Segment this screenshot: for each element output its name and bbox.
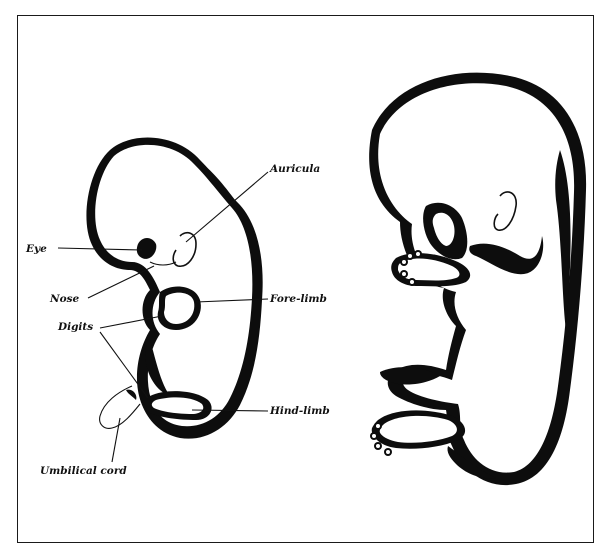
- label-auricula: Auricula: [269, 163, 320, 175]
- left-umbilical-cord-shade: [126, 390, 136, 400]
- label-nose: Nose: [49, 293, 80, 305]
- nose-leader: [88, 266, 154, 298]
- label-digits: Digits: [57, 321, 93, 333]
- label-eye: Eye: [25, 243, 47, 255]
- left-embryo: [86, 138, 262, 439]
- label-hind-limb: Hind-limb: [269, 405, 330, 417]
- left-embryo-body-fill: [95, 145, 252, 426]
- umbilical-leader: [112, 418, 120, 462]
- label-fore-limb: Fore-limb: [269, 293, 327, 305]
- label-umbilical-cord: Umbilical cord: [40, 465, 127, 477]
- right-embryo: [369, 73, 586, 485]
